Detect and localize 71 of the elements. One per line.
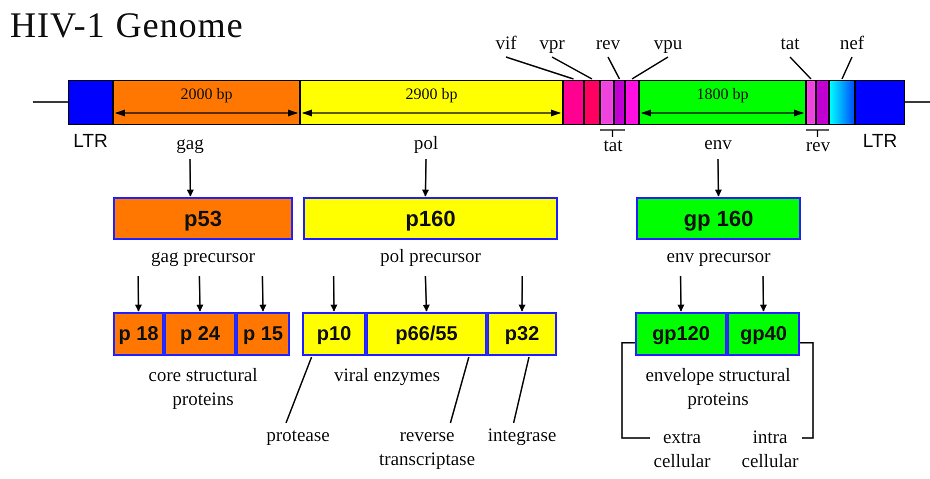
bracket-label: tat xyxy=(602,134,624,158)
precursor-box: p53 xyxy=(113,197,293,240)
arrow xyxy=(259,276,266,312)
arrow xyxy=(760,276,767,312)
arrow xyxy=(422,158,429,197)
title: HIV-1 Genome xyxy=(10,4,244,46)
bracket-label: rev xyxy=(804,134,832,158)
leader-line xyxy=(621,342,650,439)
protein-box: p 15 xyxy=(236,312,290,356)
precursor-caption: env precursor xyxy=(666,245,772,269)
gene-name: tat xyxy=(771,32,809,56)
length-label: 1800 bp xyxy=(696,86,748,104)
location-label: extra cellular xyxy=(652,426,712,476)
leader-line xyxy=(552,56,592,80)
gene-segment xyxy=(614,80,625,125)
leader-line xyxy=(506,56,574,80)
gene-segment xyxy=(563,80,584,125)
gene-name: nef xyxy=(832,32,872,56)
protein-box: p 18 xyxy=(113,312,164,356)
gene-name: vif xyxy=(486,32,526,56)
leader-line xyxy=(607,56,620,80)
gene-segment xyxy=(625,80,639,125)
protein-box: p32 xyxy=(487,312,557,356)
precursor-caption: pol precursor xyxy=(379,245,482,269)
gene-name: vpr xyxy=(530,32,574,56)
length-label: 2900 bp xyxy=(406,86,458,104)
length-label: 2000 bp xyxy=(180,86,232,104)
location-label: intra cellular xyxy=(740,426,800,476)
arrow xyxy=(134,276,142,312)
protein-box: gp120 xyxy=(635,312,727,356)
group-caption: core structural proteins xyxy=(147,364,259,412)
segment-label: LTR xyxy=(862,131,898,153)
arrow xyxy=(518,276,526,312)
enzyme-name: integrase xyxy=(480,424,564,450)
gene-segment xyxy=(639,80,806,125)
gene-name: env xyxy=(696,132,740,158)
arrow xyxy=(330,276,338,312)
gene-segment xyxy=(829,80,855,125)
arrow xyxy=(677,276,684,312)
segment-label: LTR xyxy=(73,131,108,153)
protein-box: gp40 xyxy=(727,312,800,356)
leader-line xyxy=(632,56,668,80)
gene-name: gag xyxy=(168,132,212,158)
arrow xyxy=(714,158,722,197)
arrow xyxy=(196,276,204,312)
leader-line xyxy=(789,56,812,80)
gene-segment xyxy=(600,80,614,125)
gene-segment xyxy=(113,80,300,125)
precursor-caption: gag precursor xyxy=(150,245,256,269)
protein-box: p 24 xyxy=(164,312,236,356)
protein-box: p10 xyxy=(302,312,366,356)
gene-segment xyxy=(806,80,816,125)
arrow xyxy=(186,159,194,197)
gene-segment xyxy=(300,80,563,125)
gene-name: vpu xyxy=(646,32,690,56)
leader-line xyxy=(841,56,853,80)
leader-line xyxy=(800,342,814,439)
group-caption: envelope structural proteins xyxy=(644,364,792,412)
gene-segment xyxy=(816,80,829,125)
leader-line xyxy=(512,356,530,424)
gene-name: rev xyxy=(588,32,628,56)
gene-name: pol xyxy=(404,132,448,158)
enzyme-name: protease xyxy=(258,424,338,450)
leader-line xyxy=(450,356,470,424)
gene-segment xyxy=(584,80,600,125)
precursor-box: gp 160 xyxy=(636,197,801,240)
arrow xyxy=(422,276,430,312)
leader-line xyxy=(285,356,312,424)
protein-box: p66/55 xyxy=(366,312,487,356)
group-caption: viral enzymes xyxy=(332,364,442,388)
precursor-box: p160 xyxy=(303,197,558,240)
